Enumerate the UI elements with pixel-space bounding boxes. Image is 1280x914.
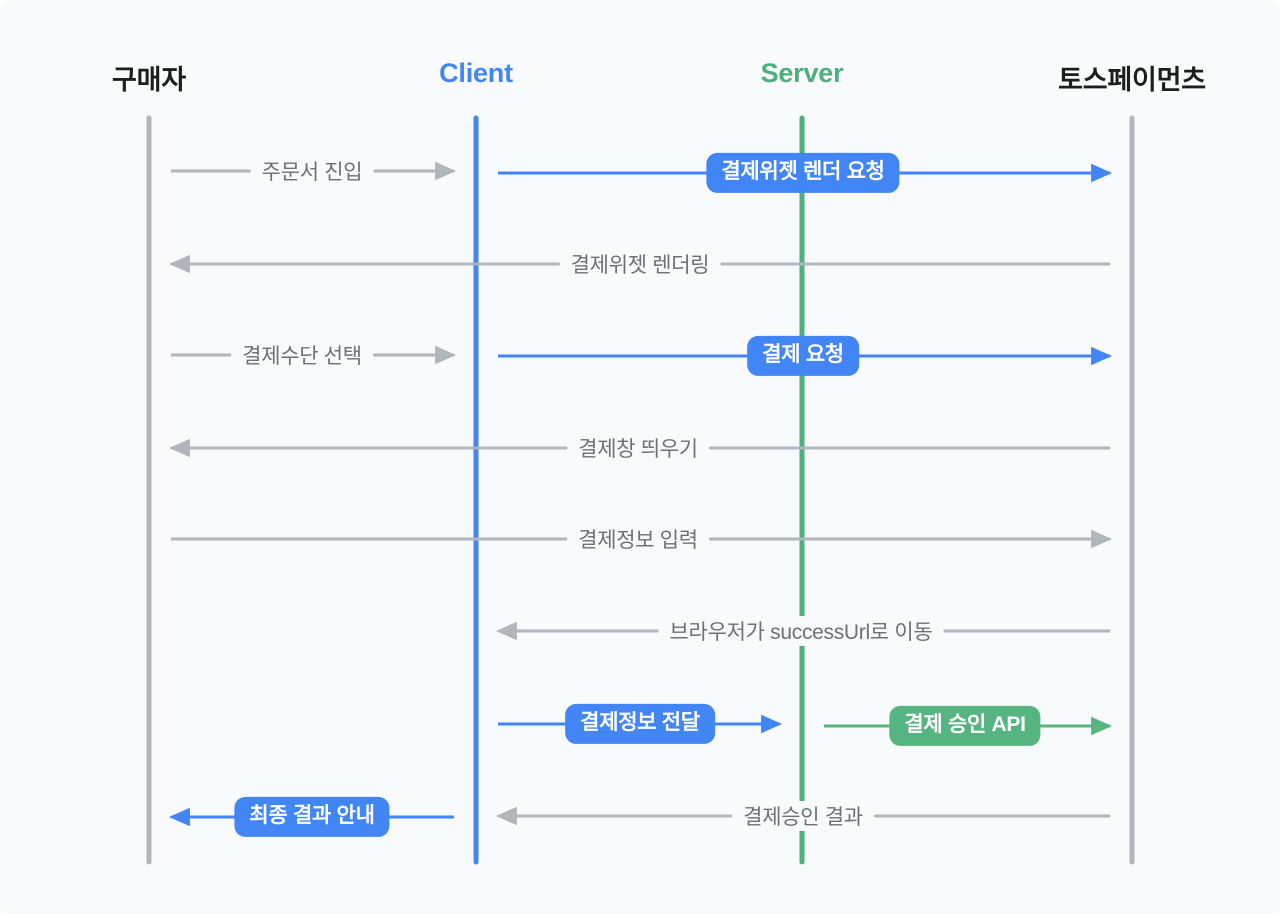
actor-label-toss: 토스페이먼츠 [1058,65,1206,95]
message-label-m3: 결제위젯 렌더링 [559,249,721,279]
message-label-m4: 결제수단 선택 [231,340,373,370]
actor-label-buyer: 구매자 [112,65,186,95]
message-label-m11: 최종 결과 안내 [234,796,390,838]
message-label-m5: 결제 요청 [747,335,859,377]
message-label-m1: 주문서 진입 [250,156,374,186]
message-label-m7: 결제정보 입력 [567,524,709,554]
message-label-m12: 결제승인 결과 [732,801,874,831]
lifelines-group [146,115,1135,865]
actor-label-client: Client [439,58,513,88]
message-label-m9: 결제정보 전달 [565,703,715,745]
message-label-m2: 결제위젯 렌더 요청 [706,152,900,194]
message-label-m6: 결제창 띄우기 [567,433,709,463]
actor-label-server: Server [760,58,844,88]
message-label-m10: 결제 승인 API [889,705,1041,747]
message-label-m8: 브라우저가 successUrl로 이동 [658,616,944,646]
